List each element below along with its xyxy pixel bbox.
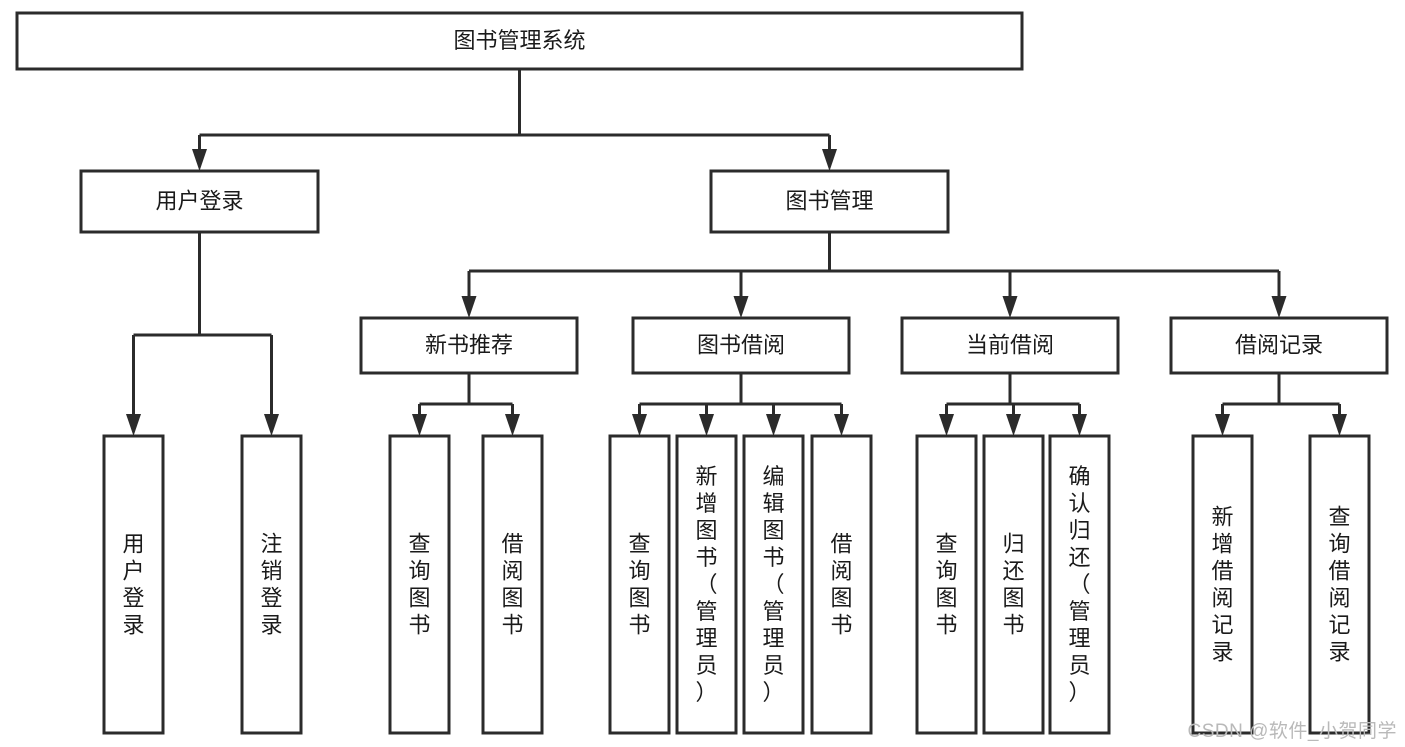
node-user-login-do[interactable]: 用户登录 [102,434,165,735]
node-box-add-borrow-record[interactable] [1191,434,1254,735]
node-label-borrow-book-1: 借阅图书 [501,532,523,638]
node-query-borrow-record[interactable]: 查询借阅记录 [1308,434,1371,735]
node-label-book-borrow: 图书借阅 [697,332,785,357]
node-query-book-2[interactable]: 查询图书 [608,434,671,735]
node-box-user-login-do[interactable] [102,434,165,735]
node-box-add-book[interactable] [675,434,738,735]
connector-arrow-icon [1215,414,1230,436]
node-box-root[interactable] [15,11,1024,71]
node-box-user-login[interactable] [79,169,320,234]
connector-arrow-icon [126,414,141,436]
node-box-book-admin[interactable] [709,169,950,234]
node-root[interactable]: 图书管理系统 [15,11,1024,71]
node-label-confirm-return: 确认归还（管理员） [1068,464,1090,705]
node-box-confirm-return[interactable] [1048,434,1111,735]
connector-arrow-icon [822,149,837,171]
node-add-borrow-record[interactable]: 新增借阅记录 [1191,434,1254,735]
node-box-query-book-1[interactable] [388,434,451,735]
connector-arrow-icon [1072,414,1087,436]
node-label-query-borrow-record: 查询借阅记录 [1328,505,1350,665]
node-label-user-login-do: 用户登录 [122,532,144,638]
node-query-book-3[interactable]: 查询图书 [915,434,978,735]
connector-arrow-icon [766,414,781,436]
node-box-user-logout[interactable] [240,434,303,735]
node-confirm-return[interactable]: 确认归还（管理员） [1048,434,1111,735]
node-box-query-book-2[interactable] [608,434,671,735]
connector-arrow-icon [699,414,714,436]
node-edit-book[interactable]: 编辑图书（管理员） [742,434,805,735]
connector-arrow-icon [505,414,520,436]
node-label-edit-book: 编辑图书（管理员） [762,464,784,705]
node-label-borrow-book-2: 借阅图书 [830,532,852,638]
node-borrow-book-2[interactable]: 借阅图书 [810,434,873,735]
node-label-add-borrow-record: 新增借阅记录 [1211,505,1233,665]
node-label-query-book-3: 查询图书 [935,532,957,638]
connector-arrow-icon [939,414,954,436]
node-label-root: 图书管理系统 [453,28,585,53]
node-label-current-borrow: 当前借阅 [966,332,1054,357]
connector-arrow-icon [1006,414,1021,436]
connector-arrow-icon [733,296,749,318]
node-label-user-login: 用户登录 [155,188,243,213]
node-label-add-book: 新增图书（管理员） [695,464,717,705]
connector-arrow-icon [1332,414,1347,436]
node-box-query-book-3[interactable] [915,434,978,735]
node-add-book[interactable]: 新增图书（管理员） [675,434,738,735]
watermark-label: CSDN @软件_小贺同学 [1187,721,1397,742]
connector-arrow-icon [1271,296,1287,318]
node-borrow-record[interactable]: 借阅记录 [1169,316,1389,375]
node-box-book-borrow[interactable] [631,316,851,375]
connector-arrow-icon [264,414,279,436]
node-label-book-admin: 图书管理 [785,188,873,213]
node-label-return-book: 归还图书 [1002,532,1024,638]
node-user-logout[interactable]: 注销登录 [240,434,303,735]
node-box-current-borrow[interactable] [900,316,1120,375]
node-box-new-book-recommend[interactable] [359,316,579,375]
connector-arrow-icon [834,414,849,436]
node-return-book[interactable]: 归还图书 [982,434,1045,735]
node-box-edit-book[interactable] [742,434,805,735]
node-new-book-recommend[interactable]: 新书推荐 [359,316,579,375]
node-user-login[interactable]: 用户登录 [79,169,320,234]
node-book-borrow[interactable]: 图书借阅 [631,316,851,375]
node-borrow-book-1[interactable]: 借阅图书 [481,434,544,735]
node-label-query-book-2: 查询图书 [628,532,650,638]
node-box-return-book[interactable] [982,434,1045,735]
node-box-borrow-book-1[interactable] [481,434,544,735]
node-box-query-borrow-record[interactable] [1308,434,1371,735]
node-current-borrow[interactable]: 当前借阅 [900,316,1120,375]
node-label-borrow-record: 借阅记录 [1235,332,1323,357]
node-label-new-book-recommend: 新书推荐 [425,332,513,357]
node-label-user-logout: 注销登录 [260,532,282,638]
node-label-query-book-1: 查询图书 [408,532,430,638]
connector-arrow-icon [1002,296,1018,318]
connector-arrow-icon [632,414,647,436]
node-book-admin[interactable]: 图书管理 [709,169,950,234]
connector-arrow-icon [461,296,477,318]
node-box-borrow-record[interactable] [1169,316,1389,375]
node-query-book-1[interactable]: 查询图书 [388,434,451,735]
connector-arrow-icon [412,414,427,436]
connector-arrow-icon [192,149,207,171]
node-box-borrow-book-2[interactable] [810,434,873,735]
